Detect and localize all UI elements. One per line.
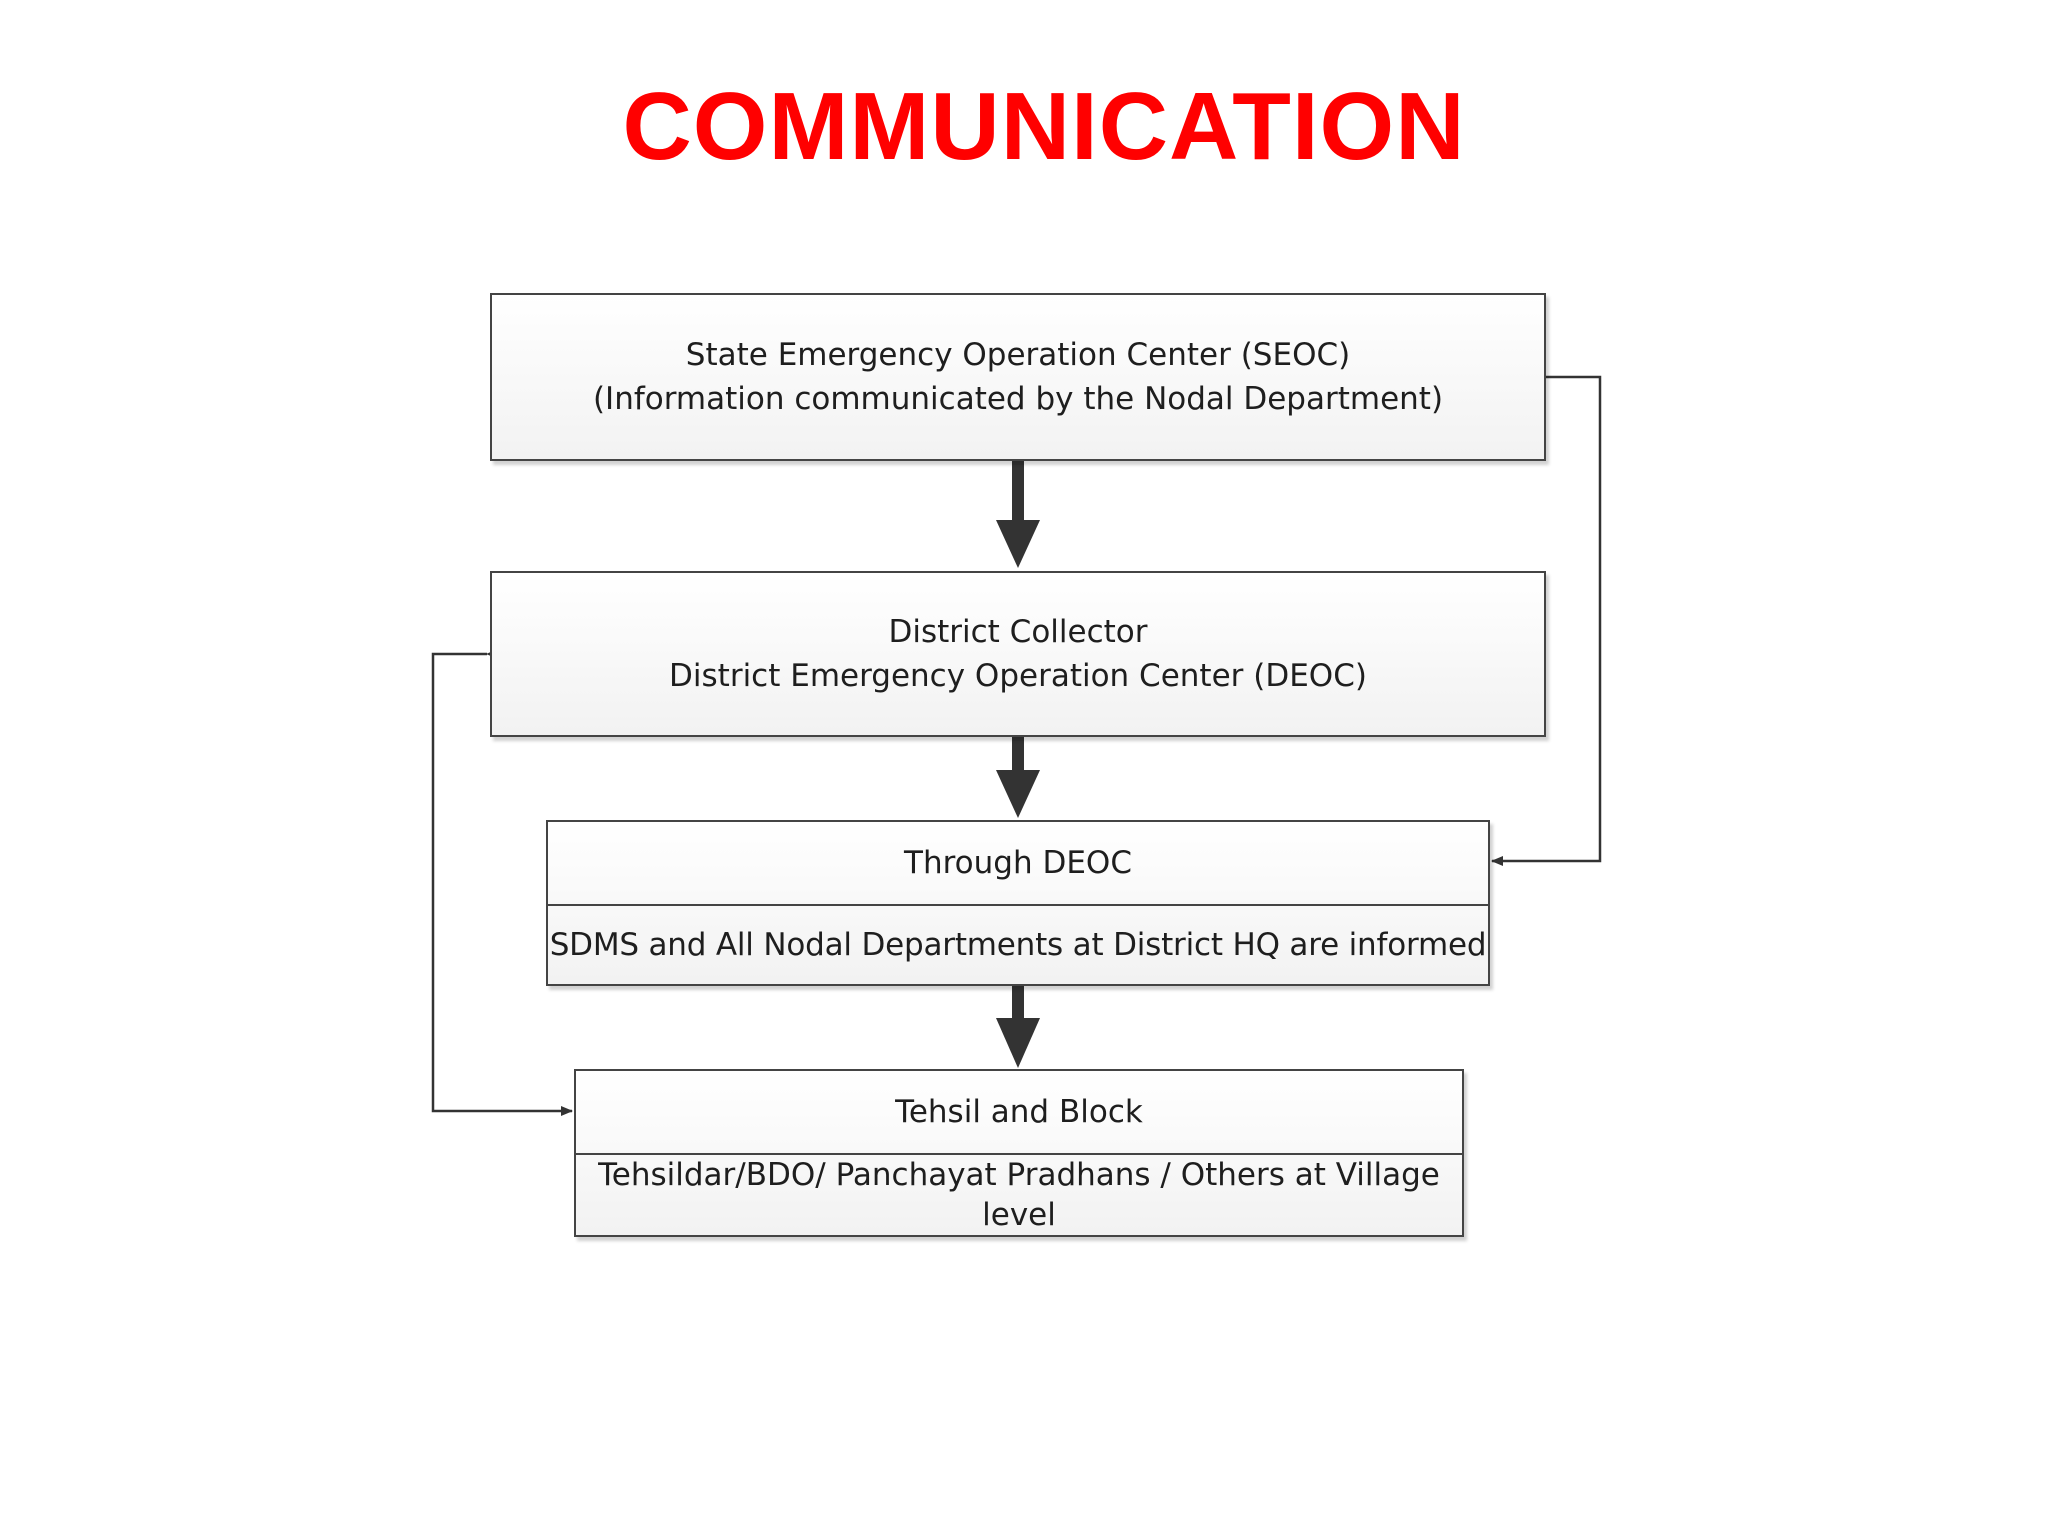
connector-collector-to-tehsil (431, 649, 573, 1116)
node-tehsil-body: Tehsildar/BDO/ Panchayat Pradhans / Othe… (576, 1155, 1462, 1235)
node-deoc-divider (548, 904, 1488, 906)
arrow-deoc-to-tehsil (996, 980, 1040, 1068)
arrow-collector-to-deoc (996, 732, 1040, 818)
node-seoc-subtitle: (Information communicated by the Nodal D… (592, 381, 1444, 417)
node-tehsil-divider (576, 1153, 1462, 1155)
page-title: COMMUNICATION (622, 73, 1466, 180)
arrow-seoc-to-collector (996, 452, 1040, 568)
node-collector-title: District Collector (888, 614, 1148, 650)
node-district-collector: District Collector District Emergency Op… (490, 571, 1546, 737)
node-through-deoc: Through DEOC SDMS and All Nodal Departme… (546, 820, 1490, 986)
node-tehsil-header: Tehsil and Block (895, 1094, 1143, 1130)
node-collector-subtitle: District Emergency Operation Center (DEO… (669, 658, 1367, 694)
node-deoc-header: Through DEOC (904, 845, 1132, 881)
node-seoc: State Emergency Operation Center (SEOC) … (490, 293, 1546, 461)
node-seoc-title: State Emergency Operation Center (SEOC) (685, 337, 1351, 373)
node-tehsil-block: Tehsil and Block Tehsildar/BDO/ Panchaya… (574, 1069, 1464, 1237)
node-tehsil-body-line2: level (982, 1197, 1056, 1233)
connector-seoc-to-deoc (1491, 375, 1602, 866)
node-tehsil-body-line1: Tehsildar/BDO/ Panchayat Pradhans / Othe… (598, 1157, 1440, 1193)
node-deoc-body: SDMS and All Nodal Departments at Distri… (549, 927, 1487, 963)
